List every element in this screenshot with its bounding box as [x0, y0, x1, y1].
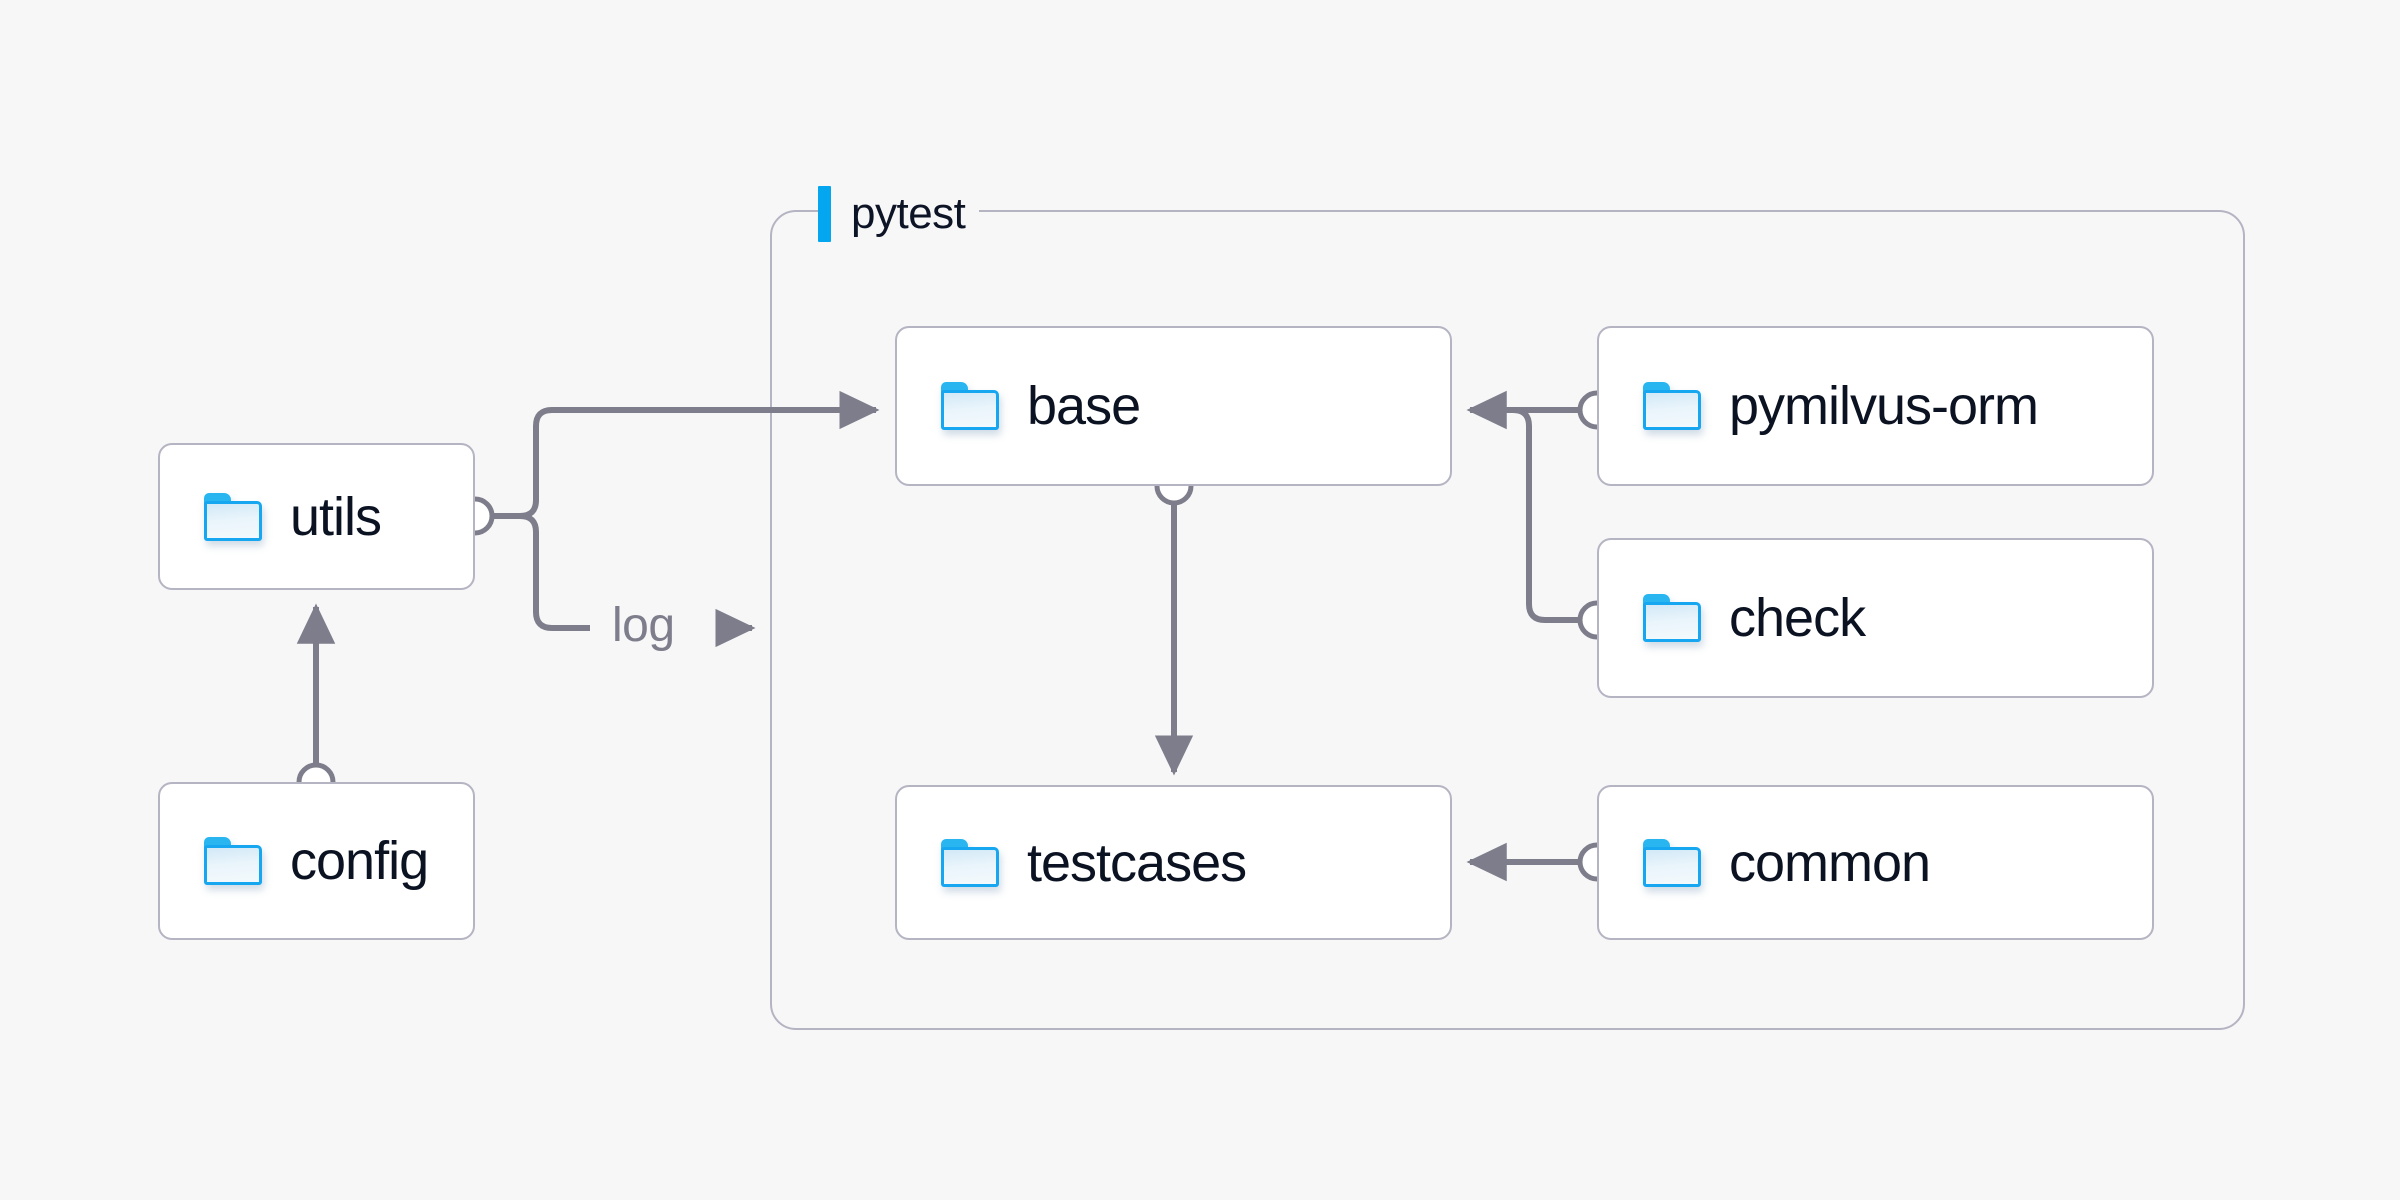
node-check[interactable]: check: [1597, 538, 2154, 698]
group-label-pytest: pytest: [818, 185, 980, 243]
node-label: utils: [290, 486, 382, 547]
node-base[interactable]: base: [895, 326, 1452, 486]
folder-icon: [1643, 382, 1701, 430]
accent-bar-icon: [818, 186, 831, 242]
node-label: pymilvus-orm: [1729, 376, 2039, 436]
node-label: config: [290, 831, 429, 891]
node-testcases[interactable]: testcases: [895, 785, 1452, 940]
node-label: base: [1027, 376, 1141, 436]
folder-icon: [204, 492, 262, 541]
node-label: testcases: [1027, 832, 1247, 893]
node-config[interactable]: config: [158, 782, 475, 940]
folder-icon: [1643, 594, 1701, 642]
group-container-pytest: [770, 210, 2245, 1030]
node-label: common: [1729, 832, 1931, 893]
folder-icon: [204, 837, 262, 885]
folder-icon: [1643, 838, 1701, 887]
group-title: pytest: [851, 189, 966, 238]
node-common[interactable]: common: [1597, 785, 2154, 940]
edge-utils-log: [489, 513, 590, 631]
node-utils[interactable]: utils: [158, 443, 475, 590]
node-label: check: [1729, 588, 1866, 648]
folder-icon: [941, 838, 999, 887]
folder-icon: [941, 382, 999, 430]
edge-label-log: log: [600, 602, 687, 650]
node-pymilvus-orm[interactable]: pymilvus-orm: [1597, 326, 2154, 486]
